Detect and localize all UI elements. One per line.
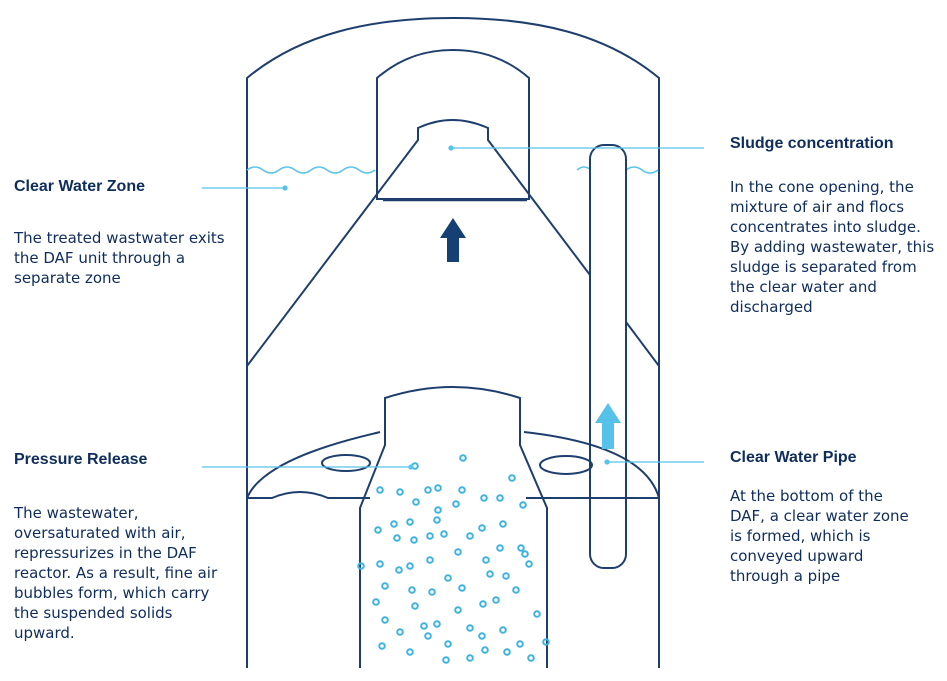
pressure-release-title: Pressure Release [14, 451, 148, 468]
sludge-concentration-title: Sludge concentration [730, 135, 894, 152]
pressure-release-description: The wastewater, oversaturated with air, … [14, 504, 218, 642]
arrow-up-dark-icon [440, 218, 466, 262]
cone-outline [246, 119, 591, 367]
leader-dot-clear-water-zone [282, 185, 288, 191]
arrow-up-light-icon [595, 403, 621, 449]
air-bubbles [357, 454, 550, 664]
water-surface-left [246, 166, 376, 174]
sludge-concentration-description: In the cone opening, the mixture of air … [730, 178, 935, 316]
leader-dot-sludge-concentration [448, 145, 454, 151]
bottom-dome [246, 431, 660, 499]
cone-right-lower [625, 321, 660, 367]
reactor-column [359, 386, 548, 668]
clear-water-pipe-title: Clear Water Pipe [730, 449, 857, 466]
bottom-ledge [247, 491, 659, 499]
clear-water-pipe-description: At the bottom of the DAF, a clear water … [730, 487, 909, 585]
clear-water-pipe [589, 144, 627, 569]
clear-water-zone-description: The treated wastwater exits the DAF unit… [14, 229, 225, 287]
vessel-outline [246, 16, 660, 668]
inlet-opening-right [539, 455, 593, 475]
leader-dot-pressure-release [408, 464, 414, 470]
leader-lines [202, 145, 704, 470]
clear-water-zone-title: Clear Water Zone [14, 178, 145, 195]
leader-dot-clear-water-pipe [604, 459, 610, 465]
inner-chamber [376, 48, 530, 200]
inlet-opening-left [321, 454, 371, 472]
